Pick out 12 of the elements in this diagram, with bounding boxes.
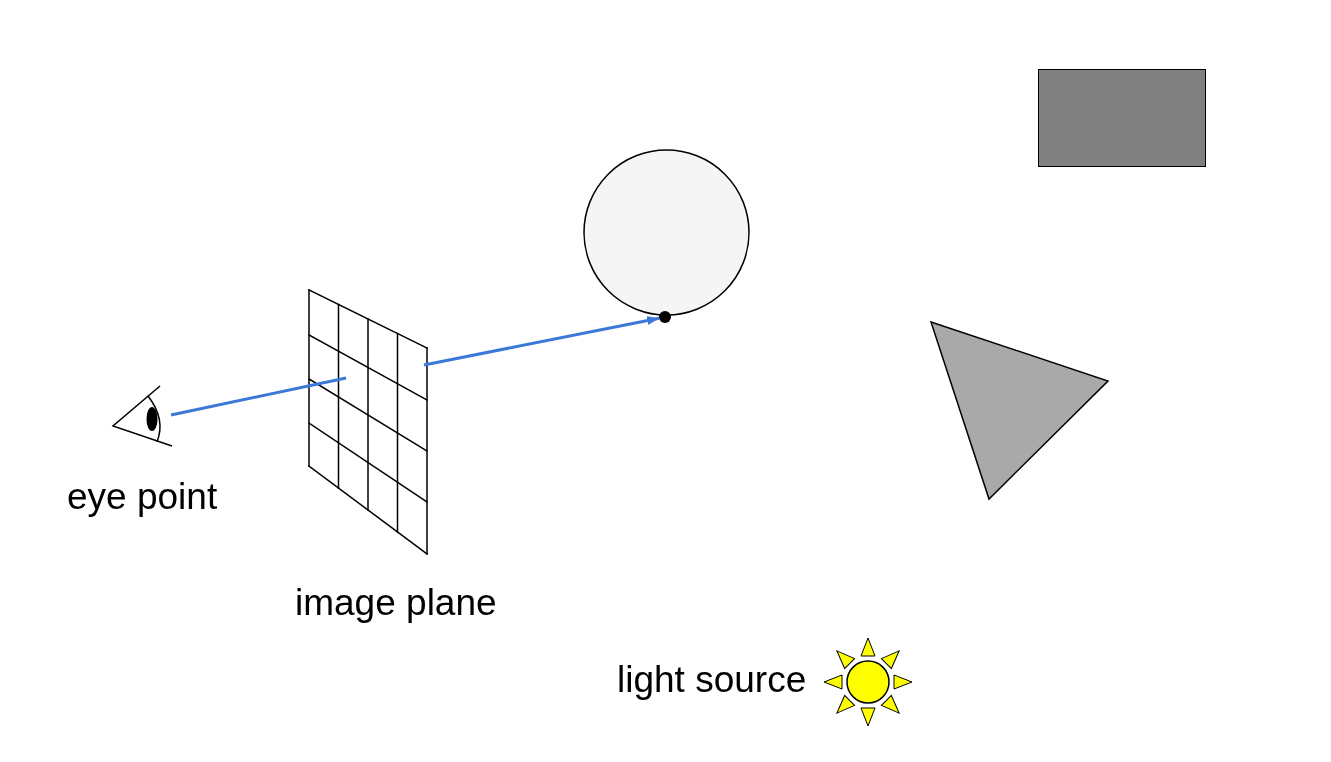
sun-icon — [822, 636, 914, 728]
eye-icon — [110, 383, 173, 449]
triangle — [929, 320, 1111, 502]
grid-plane — [306, 287, 430, 557]
rectangle — [1038, 69, 1206, 167]
node-label: light source — [617, 661, 807, 698]
node-label: eye point — [67, 478, 218, 515]
sphere — [583, 149, 750, 316]
ray-arrow — [423, 316, 660, 367]
ray-line — [170, 376, 347, 417]
node-label: image plane — [295, 584, 497, 621]
hit-point-dot — [659, 311, 671, 323]
